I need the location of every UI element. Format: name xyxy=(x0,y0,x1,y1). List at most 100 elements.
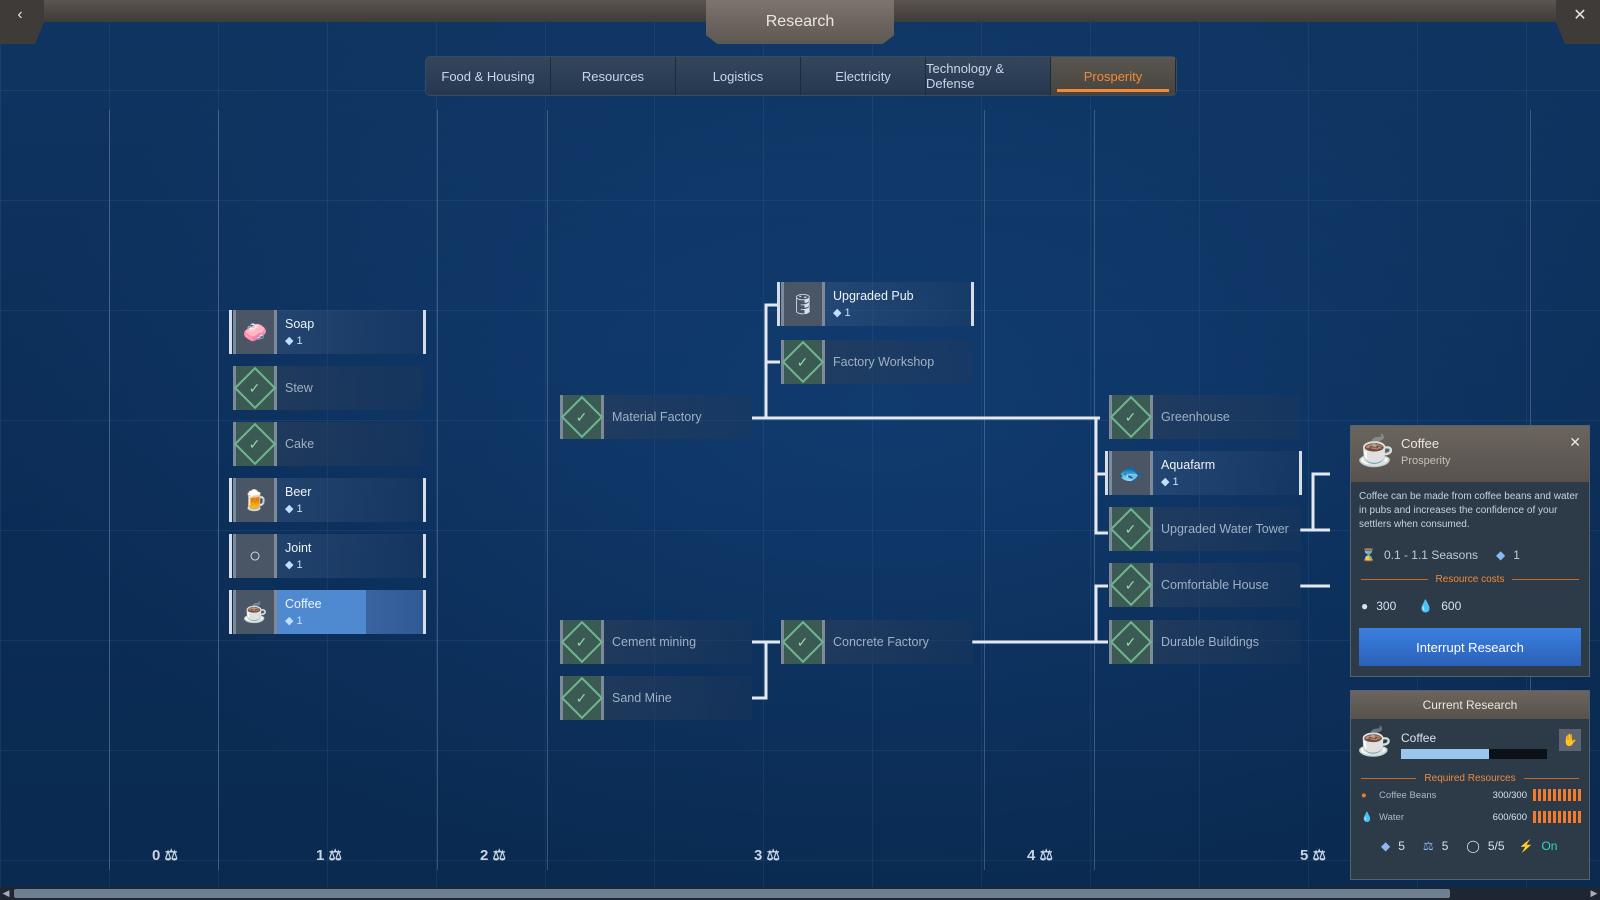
research-points: ◆ 1 xyxy=(1161,476,1179,488)
hand-icon[interactable]: ✋ xyxy=(1559,729,1581,751)
node-concrete-factory[interactable]: ✓ Concrete Factory xyxy=(781,620,973,664)
node-joint[interactable]: ○ Joint◆ 1 xyxy=(229,534,426,578)
resource-bar xyxy=(1533,789,1581,801)
tier-label-3: 3 ⚖ xyxy=(754,847,780,864)
research-points: ◆ 1 xyxy=(285,335,303,347)
node-cake[interactable]: ✓ Cake xyxy=(233,422,423,466)
tab-electricity[interactable]: Electricity xyxy=(801,57,926,95)
coffee-icon: ☕ xyxy=(1357,435,1395,468)
lightbulb-icon: ◯ xyxy=(1466,839,1480,853)
tier-label-2: 2 ⚖ xyxy=(480,847,506,864)
tab-logistics[interactable]: Logistics xyxy=(676,57,801,95)
checkmark-icon: ✓ xyxy=(560,620,604,664)
research-points: ◆ 1 xyxy=(285,503,303,515)
tab-resources[interactable]: Resources xyxy=(551,57,676,95)
checkmark-icon: ✓ xyxy=(781,620,825,664)
node-name: Durable Buildings xyxy=(1161,635,1259,649)
hourglass-icon: ⌛ xyxy=(1361,548,1376,562)
current-research-name: Coffee xyxy=(1401,731,1437,745)
scroll-left-icon[interactable]: ◀ xyxy=(2,888,10,898)
resource-costs-title: Resource costs xyxy=(1351,574,1589,585)
scroll-right-icon[interactable]: ▶ xyxy=(1590,888,1598,898)
detail-category: Prosperity xyxy=(1401,455,1451,467)
coffee-icon: ☕ xyxy=(233,590,277,634)
required-resource-row: 💧 Water 600/600 xyxy=(1361,811,1581,823)
node-name: Stew xyxy=(285,381,313,395)
scientist-icon: ⚖ xyxy=(1422,839,1434,853)
node-name: Aquafarm xyxy=(1161,458,1216,472)
detail-duration: ⌛ 0.1 - 1.1 Seasons ◆ 1 xyxy=(1361,548,1520,562)
tab-prosperity[interactable]: Prosperity xyxy=(1051,57,1176,95)
node-material-factory[interactable]: ✓ Material Factory xyxy=(560,395,752,439)
required-resources-title: Required Resources xyxy=(1351,773,1589,784)
node-durable-buildings[interactable]: ✓ Durable Buildings xyxy=(1109,620,1301,664)
current-research-title: Current Research xyxy=(1351,691,1589,719)
current-research-panel: Current Research ☕ Coffee ✋ Required Res… xyxy=(1350,690,1590,880)
node-name: Beer xyxy=(285,485,312,499)
node-name: Factory Workshop xyxy=(833,355,935,369)
detail-costs: ●300 💧600 xyxy=(1361,599,1462,613)
checkmark-icon: ✓ xyxy=(1109,620,1153,664)
scientist-icon: ⚖ xyxy=(328,847,342,864)
node-stew[interactable]: ✓ Stew xyxy=(233,366,423,410)
node-name: Upgraded Pub xyxy=(833,289,914,303)
checkmark-icon: ✓ xyxy=(560,395,604,439)
resource-bar xyxy=(1533,811,1581,823)
node-name: Greenhouse xyxy=(1161,410,1230,424)
node-name: Cement mining xyxy=(612,635,697,649)
horizontal-scrollbar[interactable] xyxy=(0,887,1600,900)
node-name: Coffee xyxy=(285,597,322,611)
node-soap[interactable]: 🧼 Soap ◆ 1 xyxy=(229,310,426,354)
node-upgraded-water-tower[interactable]: ✓ Upgraded Water Tower xyxy=(1109,507,1301,551)
node-name: Sand Mine xyxy=(612,691,672,705)
node-coffee[interactable]: ☕ Coffee◆ 1 xyxy=(229,590,426,634)
detail-title: Coffee xyxy=(1401,436,1440,451)
node-upgraded-pub[interactable]: 🛢 Upgraded Pub ◆ 1 xyxy=(777,282,974,326)
corner-left xyxy=(0,0,44,44)
coffee-beans-icon: ● xyxy=(1361,789,1367,801)
node-aquafarm[interactable]: 🐟 Aquafarm ◆ 1 xyxy=(1105,451,1302,495)
node-name: Concrete Factory xyxy=(833,635,929,649)
node-name: Comfortable House xyxy=(1161,578,1269,592)
research-points: ◆ 1 xyxy=(285,559,303,571)
barrel-icon: 🛢 xyxy=(781,282,825,326)
beer-icon: 🍺 xyxy=(233,478,277,522)
tier-label-0: 0 ⚖ xyxy=(152,847,178,864)
soap-icon: 🧼 xyxy=(233,310,277,354)
water-icon: 💧 xyxy=(1361,811,1373,823)
node-greenhouse[interactable]: ✓ Greenhouse xyxy=(1109,395,1301,439)
node-sand-mine[interactable]: ✓ Sand Mine xyxy=(560,676,752,720)
scientist-icon: ⚖ xyxy=(766,847,780,864)
interrupt-research-button[interactable]: Interrupt Research xyxy=(1359,628,1581,666)
scientist-icon: ⚖ xyxy=(164,847,178,864)
node-name: Material Factory xyxy=(612,410,702,424)
corner-right xyxy=(1556,0,1600,44)
node-comfortable-house[interactable]: ✓ Comfortable House xyxy=(1109,563,1301,607)
research-detail-panel: ☕ Coffee Prosperity ✕ Coffee can be made… xyxy=(1350,425,1590,677)
tier-label-5: 5 ⚖ xyxy=(1300,847,1326,864)
node-name: Soap xyxy=(285,317,315,331)
required-resource-row: ● Coffee Beans 300/300 xyxy=(1361,789,1581,801)
checkmark-icon: ✓ xyxy=(1109,563,1153,607)
node-factory-workshop[interactable]: ✓ Factory Workshop xyxy=(781,340,973,384)
scrollbar-thumb[interactable] xyxy=(14,889,1450,898)
aquafarm-icon: 🐟 xyxy=(1109,451,1153,495)
coffee-beans-icon: ● xyxy=(1361,599,1369,613)
category-tabs: Food & Housing Resources Logistics Elect… xyxy=(426,57,1176,95)
coffee-icon: ☕ xyxy=(1357,726,1392,757)
tab-food-housing[interactable]: Food & Housing xyxy=(426,57,551,95)
checkmark-icon: ✓ xyxy=(233,366,277,410)
node-beer[interactable]: 🍺 Beer ◆ 1 xyxy=(229,478,426,522)
checkmark-icon: ✓ xyxy=(233,422,277,466)
research-points: ◆ 1 xyxy=(833,307,851,319)
arrow-left-icon[interactable]: ‹ xyxy=(17,6,23,23)
node-cement-mining[interactable]: ✓ Cement mining xyxy=(560,620,752,664)
water-icon: 💧 xyxy=(1418,599,1434,613)
tier-label-1: 1 ⚖ xyxy=(316,847,342,864)
close-icon[interactable]: ✕ xyxy=(1573,7,1587,24)
tab-technology-defense[interactable]: Technology & Defense xyxy=(926,57,1051,95)
close-icon[interactable]: ✕ xyxy=(1569,434,1581,450)
checkmark-icon: ✓ xyxy=(560,676,604,720)
research-point-icon: ◆ xyxy=(1496,548,1506,562)
checkmark-icon: ✓ xyxy=(781,340,825,384)
